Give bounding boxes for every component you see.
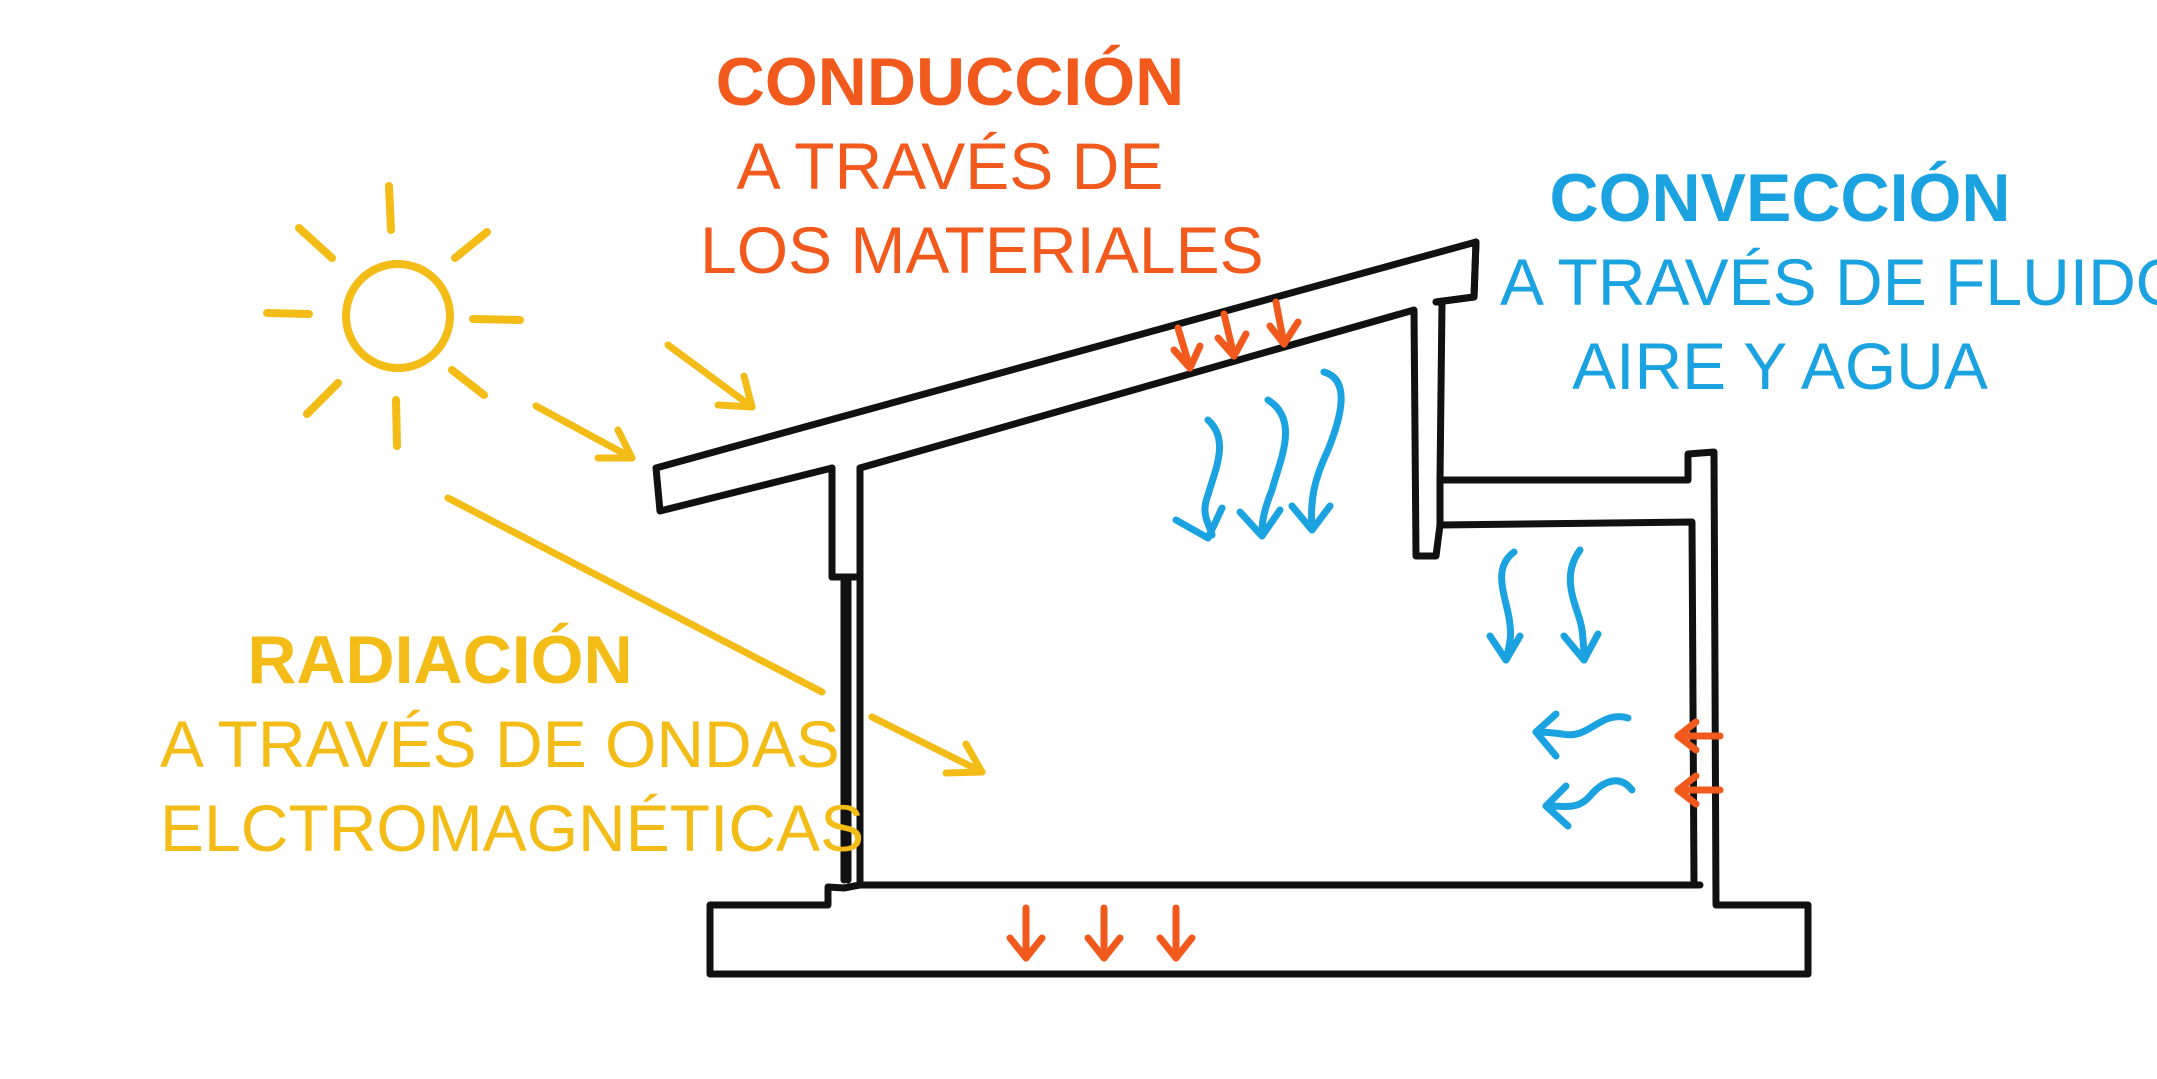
- house-section-outline: [652, 238, 1812, 978]
- air-flow-icon: [1486, 548, 1524, 664]
- radiation-label: RADIACIÓN A TRAVÉS DE ONDAS ELCTROMAGNÉT…: [160, 618, 865, 870]
- air-flow-icon: [1288, 368, 1345, 534]
- convection-flows: [1172, 368, 1636, 830]
- convection-subtitle-2: AIRE Y AGUA: [1572, 329, 1988, 403]
- heat-arrow-icon: [1266, 298, 1302, 348]
- heat-arrow-icon: [1156, 904, 1196, 962]
- radiation-subtitle-2: ELCTROMAGNÉTICAS: [160, 791, 865, 865]
- radiation-arrow-1: [664, 341, 756, 411]
- heat-arrow-icon: [1006, 904, 1046, 962]
- conduction-subtitle-2: LOS MATERIALES: [700, 213, 1264, 287]
- radiation-arrow-3: [444, 494, 986, 777]
- convection-title: CONVECCIÓN: [1549, 160, 2011, 236]
- conduction-subtitle-1: A TRAVÉS DE: [736, 129, 1164, 203]
- air-flow-icon: [1532, 710, 1632, 760]
- conduction-title: CONDUCCIÓN: [715, 44, 1185, 120]
- heat-arrow-icon: [1084, 904, 1124, 962]
- air-flow-icon: [1560, 546, 1602, 664]
- convection-subtitle-1: A TRAVÉS DE FLUIDOS: [1500, 245, 2157, 319]
- radiation-subtitle-1: A TRAVÉS DE ONDAS: [160, 707, 840, 781]
- heat-arrow-icon: [1674, 772, 1724, 808]
- air-flow-icon: [1236, 396, 1289, 540]
- conduction-arrows-floor: [1006, 904, 1196, 962]
- air-flow-icon: [1172, 416, 1226, 542]
- conduction-arrows-roof: [1170, 298, 1302, 372]
- heat-arrow-icon: [1674, 718, 1724, 754]
- heat-arrow-icon: [1170, 324, 1204, 372]
- radiation-title: RADIACIÓN: [247, 622, 633, 698]
- radiation-arrows: [444, 341, 986, 777]
- air-flow-icon: [1542, 777, 1636, 830]
- heat-arrow-icon: [1214, 310, 1250, 360]
- conduction-arrows-wall: [1674, 718, 1724, 808]
- convection-label: CONVECCIÓN A TRAVÉS DE FLUIDOS AIRE Y AG…: [1500, 156, 2157, 408]
- conduction-label: CONDUCCIÓN A TRAVÉS DE LOS MATERIALES: [700, 40, 1264, 292]
- radiation-arrow-2: [532, 402, 636, 462]
- sun-icon: [263, 182, 524, 450]
